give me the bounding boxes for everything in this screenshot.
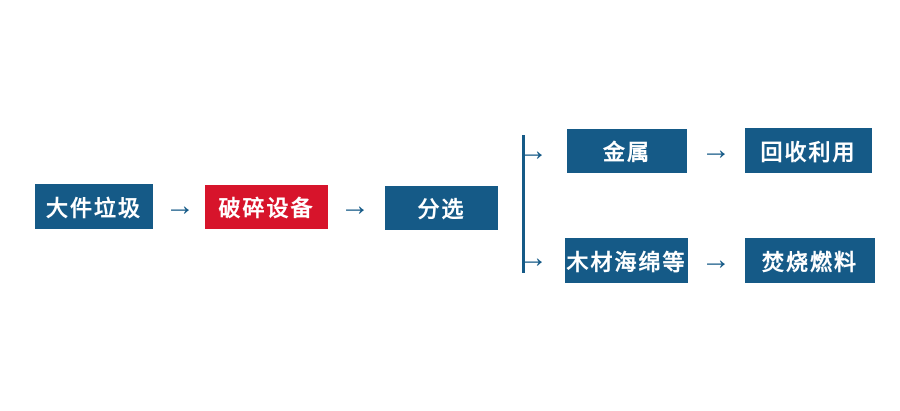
node-recycling: 回收利用 xyxy=(745,128,872,173)
arrow-right-icon: → xyxy=(701,133,731,166)
arrow-right-icon: → xyxy=(165,189,195,222)
node-bulky-waste: 大件垃圾 xyxy=(35,184,153,229)
arrow-right-icon: → xyxy=(701,243,731,276)
node-metal: 金属 xyxy=(567,129,687,173)
branch-connector-line xyxy=(522,135,525,273)
arrow-right-icon: → xyxy=(340,189,370,222)
node-incineration-fuel: 焚烧燃料 xyxy=(745,238,875,283)
branch-arrow-bottom-icon: → xyxy=(518,241,548,274)
node-sorting: 分选 xyxy=(385,186,498,230)
branch-arrow-top-icon: → xyxy=(518,134,548,167)
node-wood-sponge-etc: 木材海绵等 xyxy=(565,238,688,283)
node-crushing-equipment: 破碎设备 xyxy=(205,185,328,229)
